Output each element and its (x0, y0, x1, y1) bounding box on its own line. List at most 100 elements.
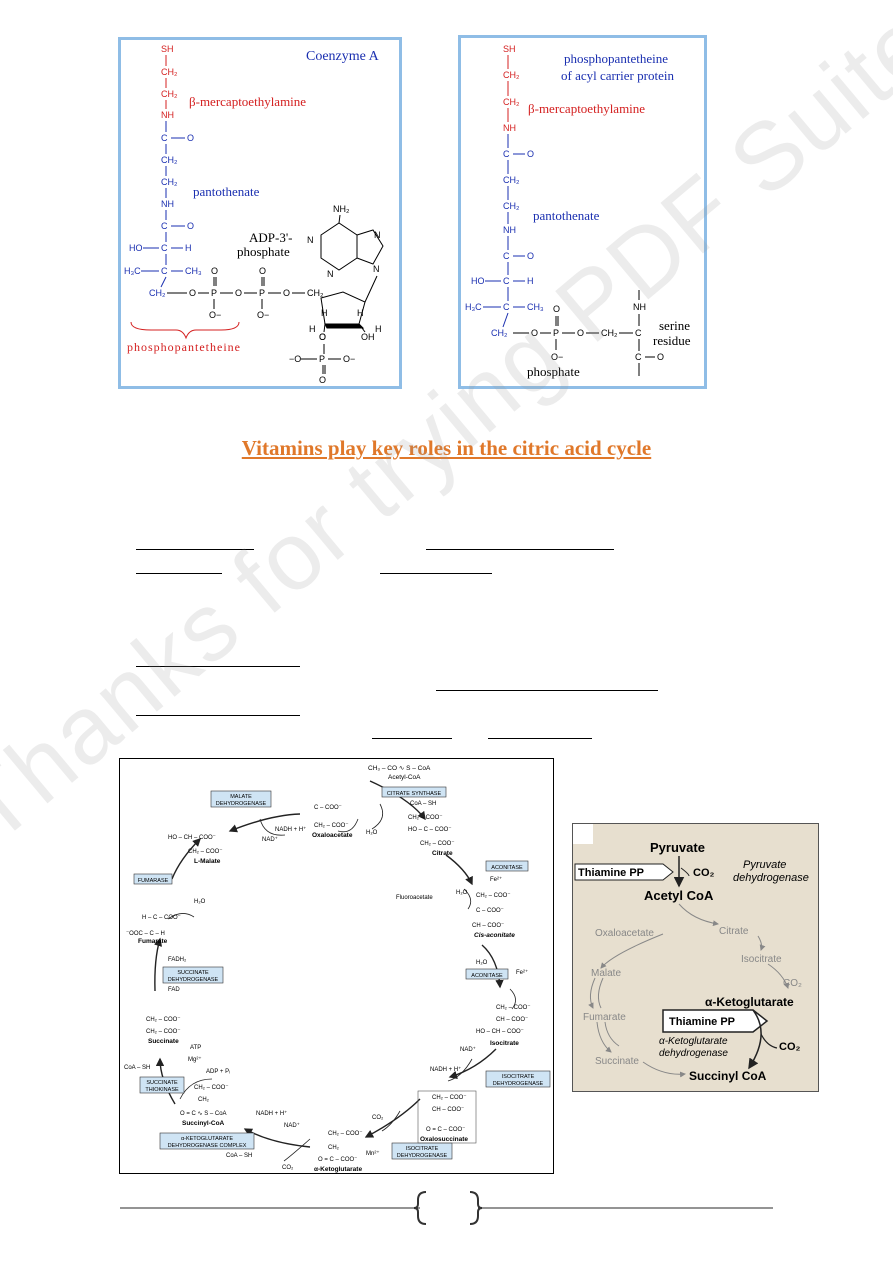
acp-ch2-e: CH₂ (491, 328, 508, 338)
coa-brace (130, 321, 240, 340)
cof-fad: FAD (168, 987, 180, 993)
pyruvate-panel: Pyruvate Thiamine PP CO₂ Pyruvate dehydr… (572, 823, 819, 1092)
coa-adp-label-2: phosphate (237, 244, 290, 259)
cof-adp: ADP + Pᵢ (206, 1069, 230, 1075)
metabolite-fumarate: Fumarate (138, 938, 168, 945)
acp-nh-c: NH (633, 302, 646, 312)
acp-title-2: of acyl carrier protein (561, 68, 674, 83)
acp-title-1: phosphopantetheine (564, 51, 668, 66)
coa-h3c: H₃C (124, 266, 141, 276)
coa-o-g: O (283, 288, 290, 298)
pp-fumarate: Fumarate (583, 1012, 626, 1023)
svg-text:CH₂ – COO⁻: CH₂ – COO⁻ (408, 815, 443, 821)
acp-ch2-c: CH₂ (503, 175, 520, 185)
corner-square (573, 824, 593, 844)
coa-c-d: C (161, 266, 168, 276)
coa-ch2-e: CH₂ (149, 288, 166, 298)
enzyme-idh-2: ISOCITRATE (406, 1146, 439, 1152)
acp-nh-b: NH (503, 225, 516, 235)
pp-co2-3: CO₂ (779, 1041, 801, 1053)
acp-c-e: C (635, 352, 642, 362)
svg-text:⁻OOC – C – H: ⁻OOC – C – H (126, 931, 165, 937)
cof-nadh-2: NADH + H⁺ (430, 1066, 461, 1073)
oxalosuccinate-bracket (417, 1090, 477, 1144)
metabolite-succinate: Succinate (148, 1038, 179, 1045)
coa-p-b: P (259, 288, 265, 298)
enzyme-fumarase: FUMARASE (138, 878, 169, 884)
acp-serine-label-2: residue (653, 333, 691, 348)
cof-h2o-1: H₂O (366, 830, 378, 836)
enzyme-idh-1: ISOCITRATE (502, 1074, 535, 1080)
cof-coash-2: CoA – SH (124, 1065, 150, 1071)
svg-text:C – COO⁻: C – COO⁻ (314, 805, 342, 811)
enzyme-thiokinase-2: THIOKINASE (145, 1087, 179, 1093)
metabolite-citrate: Citrate (432, 850, 453, 857)
svg-text:CH₂ – COO⁻: CH₂ – COO⁻ (476, 893, 511, 899)
svg-text:CH₂ – COO⁻: CH₂ – COO⁻ (188, 849, 223, 855)
blank-line-2 (426, 549, 614, 550)
coa-c-b: C (161, 221, 168, 231)
coa-o-d: O (211, 266, 218, 276)
enzyme-citrate-synthase: CITRATE SYNTHASE (387, 791, 442, 797)
cof-co2-2: CO₂ (282, 1165, 294, 1171)
svg-text:HO – CH – COO⁻: HO – CH – COO⁻ (168, 835, 216, 841)
cof-fe-1: Fe²⁺ (490, 876, 502, 883)
svg-text:H – C – COO⁻: H – C – COO⁻ (142, 915, 181, 921)
pp-akg: α-Ketoglutarate (705, 995, 794, 1009)
svg-text:CH – COO⁻: CH – COO⁻ (472, 923, 504, 929)
svg-text:O = C – COO⁻: O = C – COO⁻ (318, 1157, 357, 1163)
coa-o-h: O (319, 332, 326, 342)
enzyme-boxes: MALATE DEHYDROGENASE CITRATE SYNTHASE FU… (133, 786, 551, 1160)
enzyme-mdh-1: MALATE (230, 794, 252, 800)
metabolite-akg: α-Ketoglutarate (314, 1166, 362, 1173)
metabolite-oxaloacetate: Oxaloacetate (312, 832, 353, 839)
coenzyme-a-structure: Coenzyme A SH CH₂ CH₂ NH β-mercaptoethyl… (124, 44, 384, 385)
cof-mn: Mn²⁺ (366, 1150, 380, 1157)
metabolite-oxalosuccinate: Oxalosuccinate (420, 1136, 468, 1143)
blank-line-7 (136, 715, 300, 716)
pp-co2-2: CO₂ (783, 978, 802, 989)
coa-ominus-a: O− (209, 310, 221, 320)
acp-p: P (553, 328, 559, 338)
acp-ominus: O− (551, 352, 563, 362)
cof-co2-1: CO₂ (372, 1115, 384, 1121)
pp-pdh-2: dehydrogenase (733, 872, 809, 884)
svg-text:CH₂ – COO⁻: CH₂ – COO⁻ (146, 1017, 181, 1023)
svg-text:CH₂ – COO⁻: CH₂ – COO⁻ (146, 1029, 181, 1035)
cof-coash-3: CoA – SH (226, 1153, 252, 1159)
cof-nadh-3: NADH + H⁺ (256, 1110, 287, 1117)
page-footer (120, 1191, 773, 1225)
svg-text:HO – CH – COO⁻: HO – CH – COO⁻ (476, 1029, 524, 1035)
cof-nadh-1: NADH + H⁺ (275, 826, 306, 833)
svg-text:CH₂ – COO⁻: CH₂ – COO⁻ (432, 1095, 467, 1101)
coa-nh-a: NH (161, 110, 174, 120)
coa-o-j: O (319, 375, 326, 385)
coa-ch2-a: CH₂ (161, 67, 178, 77)
svg-text:CH₂ – COO⁻: CH₂ – COO⁻ (328, 1131, 363, 1137)
cof-atp: ATP (190, 1045, 201, 1051)
svg-text:CH₂ – COO⁻: CH₂ – COO⁻ (314, 823, 349, 829)
enzyme-idh-1b: DEHYDROGENASE (493, 1081, 544, 1087)
coa-ch2-b: CH₂ (161, 89, 178, 99)
pp-succinate: Succinate (595, 1056, 639, 1067)
acp-o-c: O (531, 328, 538, 338)
blank-line-4 (380, 573, 492, 574)
enzyme-sdh-1: SUCCINATE (177, 970, 209, 976)
enzyme-aconitase-2: ACONITASE (471, 973, 503, 979)
coa-o-c: O (189, 288, 196, 298)
blank-line-9 (488, 738, 592, 739)
cof-h2o-2: H₂O (456, 890, 468, 896)
metabolite-cis-aconitate: Cis-aconitate (474, 932, 515, 939)
cof-fluoroacetate: Fluoroacetate (396, 895, 433, 901)
blank-line-8 (372, 738, 452, 739)
acp-phosphate-label: phosphate (527, 364, 580, 379)
enzyme-mdh-2: DEHYDROGENASE (216, 801, 267, 807)
coa-sh: SH (161, 44, 174, 54)
acp-o-a: O (527, 149, 534, 159)
acp-c-c: C (503, 276, 510, 286)
footer-brace-right (469, 1191, 483, 1225)
enzyme-sdh-2: DEHYDROGENASE (168, 977, 219, 983)
svg-text:CH₂: CH₂ (198, 1097, 210, 1103)
coa-n-a: N (307, 235, 314, 245)
svg-text:CH₂ – COO⁻: CH₂ – COO⁻ (420, 841, 455, 847)
